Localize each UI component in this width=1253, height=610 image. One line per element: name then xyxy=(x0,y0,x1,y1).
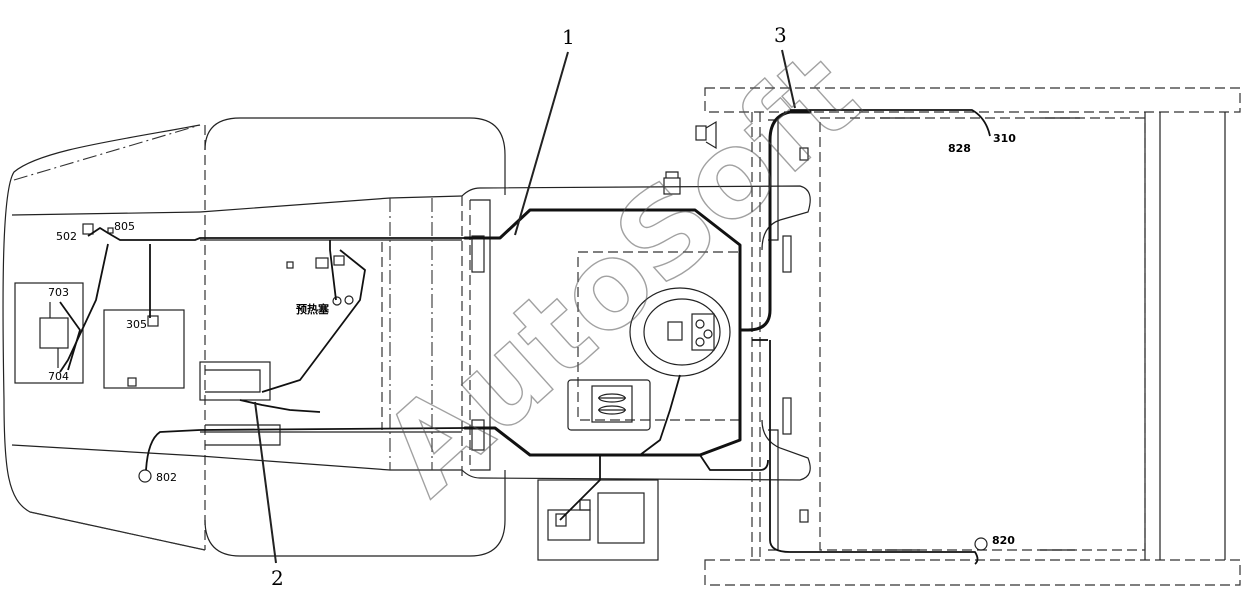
label-820: 820 xyxy=(992,534,1015,547)
cab-frame xyxy=(461,171,811,561)
canopy-frame xyxy=(695,87,1241,586)
engine-hood-outline xyxy=(2,124,206,551)
label-802: 802 xyxy=(156,471,177,484)
callout-3: 3 xyxy=(774,23,787,47)
callout-2: 2 xyxy=(271,566,284,590)
label-805: 805 xyxy=(114,220,135,233)
label-502: 502 xyxy=(56,230,77,243)
canopy-harness xyxy=(738,109,991,565)
engine-frame xyxy=(204,117,506,557)
callout-leaders xyxy=(254,49,796,564)
components-left xyxy=(14,223,354,483)
label-704: 704 xyxy=(48,370,69,383)
main-harness xyxy=(59,208,769,521)
label-828: 828 xyxy=(948,142,971,155)
label-310: 310 xyxy=(993,132,1016,145)
label-305: 305 xyxy=(126,318,147,331)
callout-1: 1 xyxy=(562,25,575,49)
watermark: AutoSoft xyxy=(356,26,884,521)
label-preheat-plug: 预热塞 xyxy=(296,302,330,316)
label-703: 703 xyxy=(48,286,69,299)
